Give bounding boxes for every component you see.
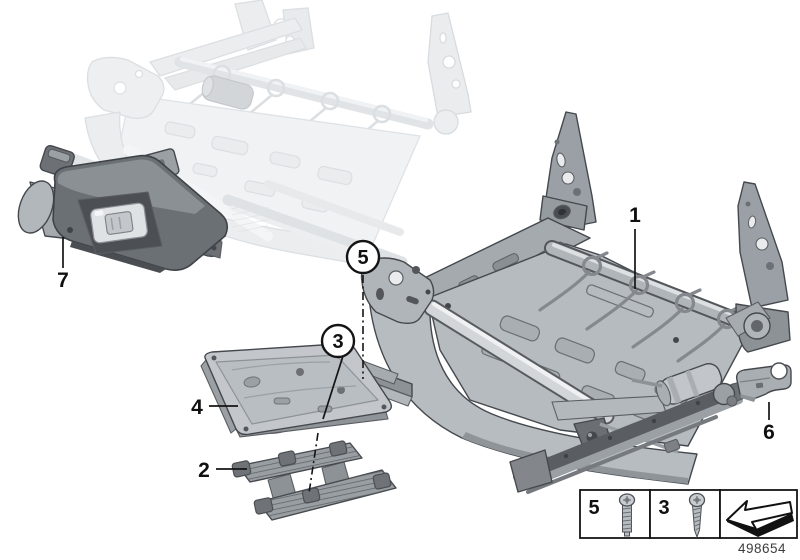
- callout-5[interactable]: 5: [345, 239, 381, 379]
- callout-4[interactable]: 4: [191, 396, 238, 419]
- legend-cell-screw-3[interactable]: 3: [649, 489, 721, 539]
- callout-2[interactable]: 2: [198, 459, 247, 482]
- callout-5-label[interactable]: 5: [357, 247, 368, 269]
- legend-count-3[interactable]: 3: [658, 497, 669, 519]
- machine-screw-icon: [618, 493, 636, 537]
- direction-arrow-icon: [726, 500, 794, 537]
- main-seat-frame: [328, 111, 791, 494]
- callout-4-label[interactable]: 4: [191, 396, 203, 419]
- part-6-bracket-cap: [735, 362, 792, 402]
- diagram-number: 498654: [738, 541, 786, 556]
- part-7-drive-motor-with-cover: [17, 144, 229, 273]
- callout-3[interactable]: 3: [308, 323, 356, 494]
- callout-7[interactable]: 7: [57, 237, 69, 292]
- callout-7-label[interactable]: 7: [57, 269, 69, 292]
- callout-6[interactable]: 6: [763, 402, 775, 444]
- part-2-seat-mat: [231, 440, 397, 521]
- legend-cell-screw-5[interactable]: 5: [579, 489, 651, 539]
- legend-cell-direction: [719, 489, 798, 539]
- callouts: 1 2 4 6 7 3 5: [57, 204, 775, 494]
- callout-1[interactable]: 1: [629, 204, 641, 289]
- tapping-screw-icon: [688, 492, 706, 539]
- part-3-seat-pan: [200, 343, 393, 438]
- callout-6-label[interactable]: 6: [763, 421, 775, 444]
- callout-2-label[interactable]: 2: [198, 459, 210, 482]
- callout-3-label[interactable]: 3: [332, 331, 343, 353]
- legend-count-5[interactable]: 5: [588, 497, 599, 519]
- legend-strip: 5 3: [579, 489, 798, 556]
- callout-1-label[interactable]: 1: [629, 204, 641, 227]
